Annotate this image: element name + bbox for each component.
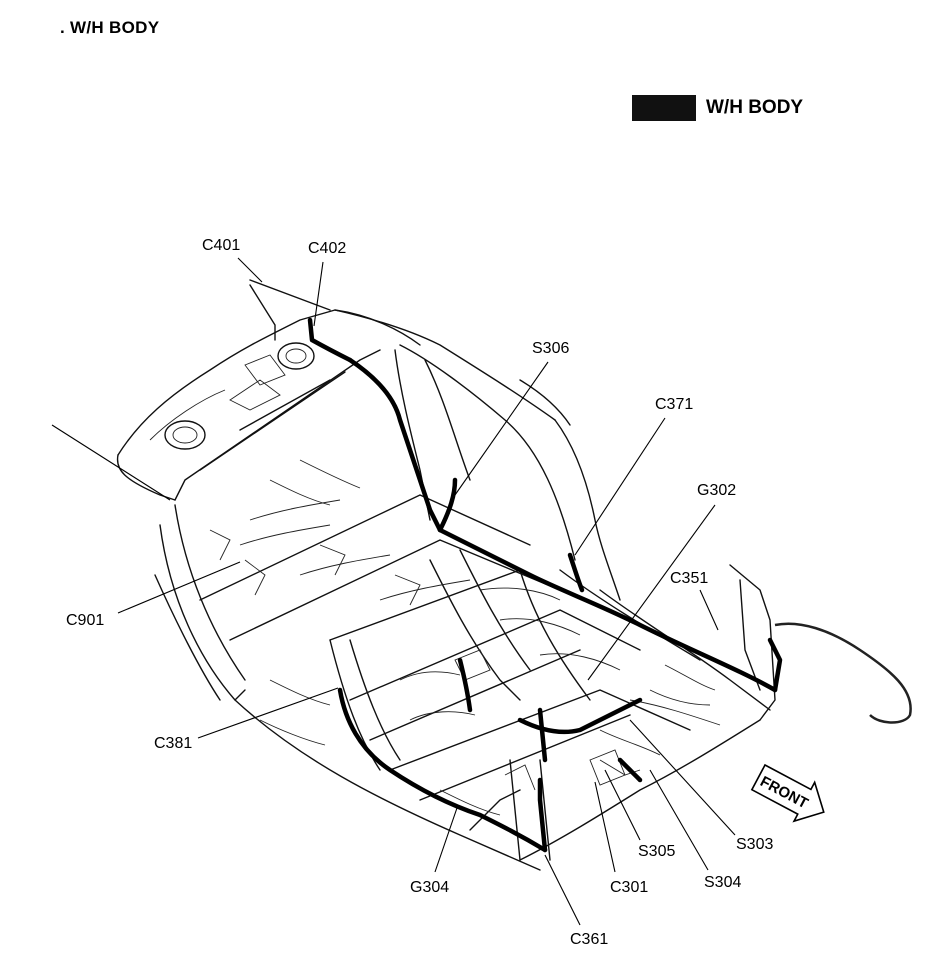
body-wire-harness	[307, 317, 912, 853]
legend-swatch	[632, 95, 696, 121]
legend-label: W/H BODY	[706, 97, 804, 118]
leader-c402	[313, 261, 324, 327]
front-arrow-icon	[750, 763, 825, 823]
callout-c371: C371	[655, 396, 693, 413]
leader-g304	[434, 804, 459, 873]
callout-c901: C901	[66, 612, 104, 629]
leader-g302	[587, 504, 716, 681]
leader-lines	[51, 257, 736, 926]
leader-c371	[574, 417, 666, 556]
vehicle-body-outline	[116, 279, 776, 871]
harness-legend: W/H BODY	[632, 95, 803, 121]
leader-s306	[454, 361, 549, 496]
front-direction-arrow: FRONT	[750, 763, 825, 823]
callout-c402: C402	[308, 240, 346, 257]
leader-unnamed	[51, 424, 171, 501]
callout-c401: C401	[202, 237, 240, 254]
callout-g304: G304	[410, 879, 449, 896]
leader-c901	[117, 561, 241, 614]
callout-s305: S305	[638, 843, 675, 860]
callout-c381: C381	[154, 735, 192, 752]
leader-c361	[544, 854, 581, 926]
callout-s304: S304	[704, 874, 741, 891]
leader-c301	[594, 781, 616, 873]
callout-c301: C301	[610, 879, 648, 896]
callout-s303: S303	[736, 836, 773, 853]
leader-s305	[604, 769, 641, 841]
callout-labels: C401 C402 S306 C371 G302 C351 C901 C381 …	[66, 237, 773, 948]
callout-c361: C361	[570, 931, 608, 948]
leader-c351	[699, 589, 719, 631]
leader-s304	[649, 769, 709, 871]
callout-c351: C351	[670, 570, 708, 587]
page-title: . W/H BODY	[60, 18, 160, 37]
leader-c401	[237, 257, 263, 283]
leader-c381	[197, 687, 339, 739]
callout-s306: S306	[532, 340, 569, 357]
leader-s303	[629, 719, 736, 836]
callout-g302: G302	[697, 482, 736, 499]
